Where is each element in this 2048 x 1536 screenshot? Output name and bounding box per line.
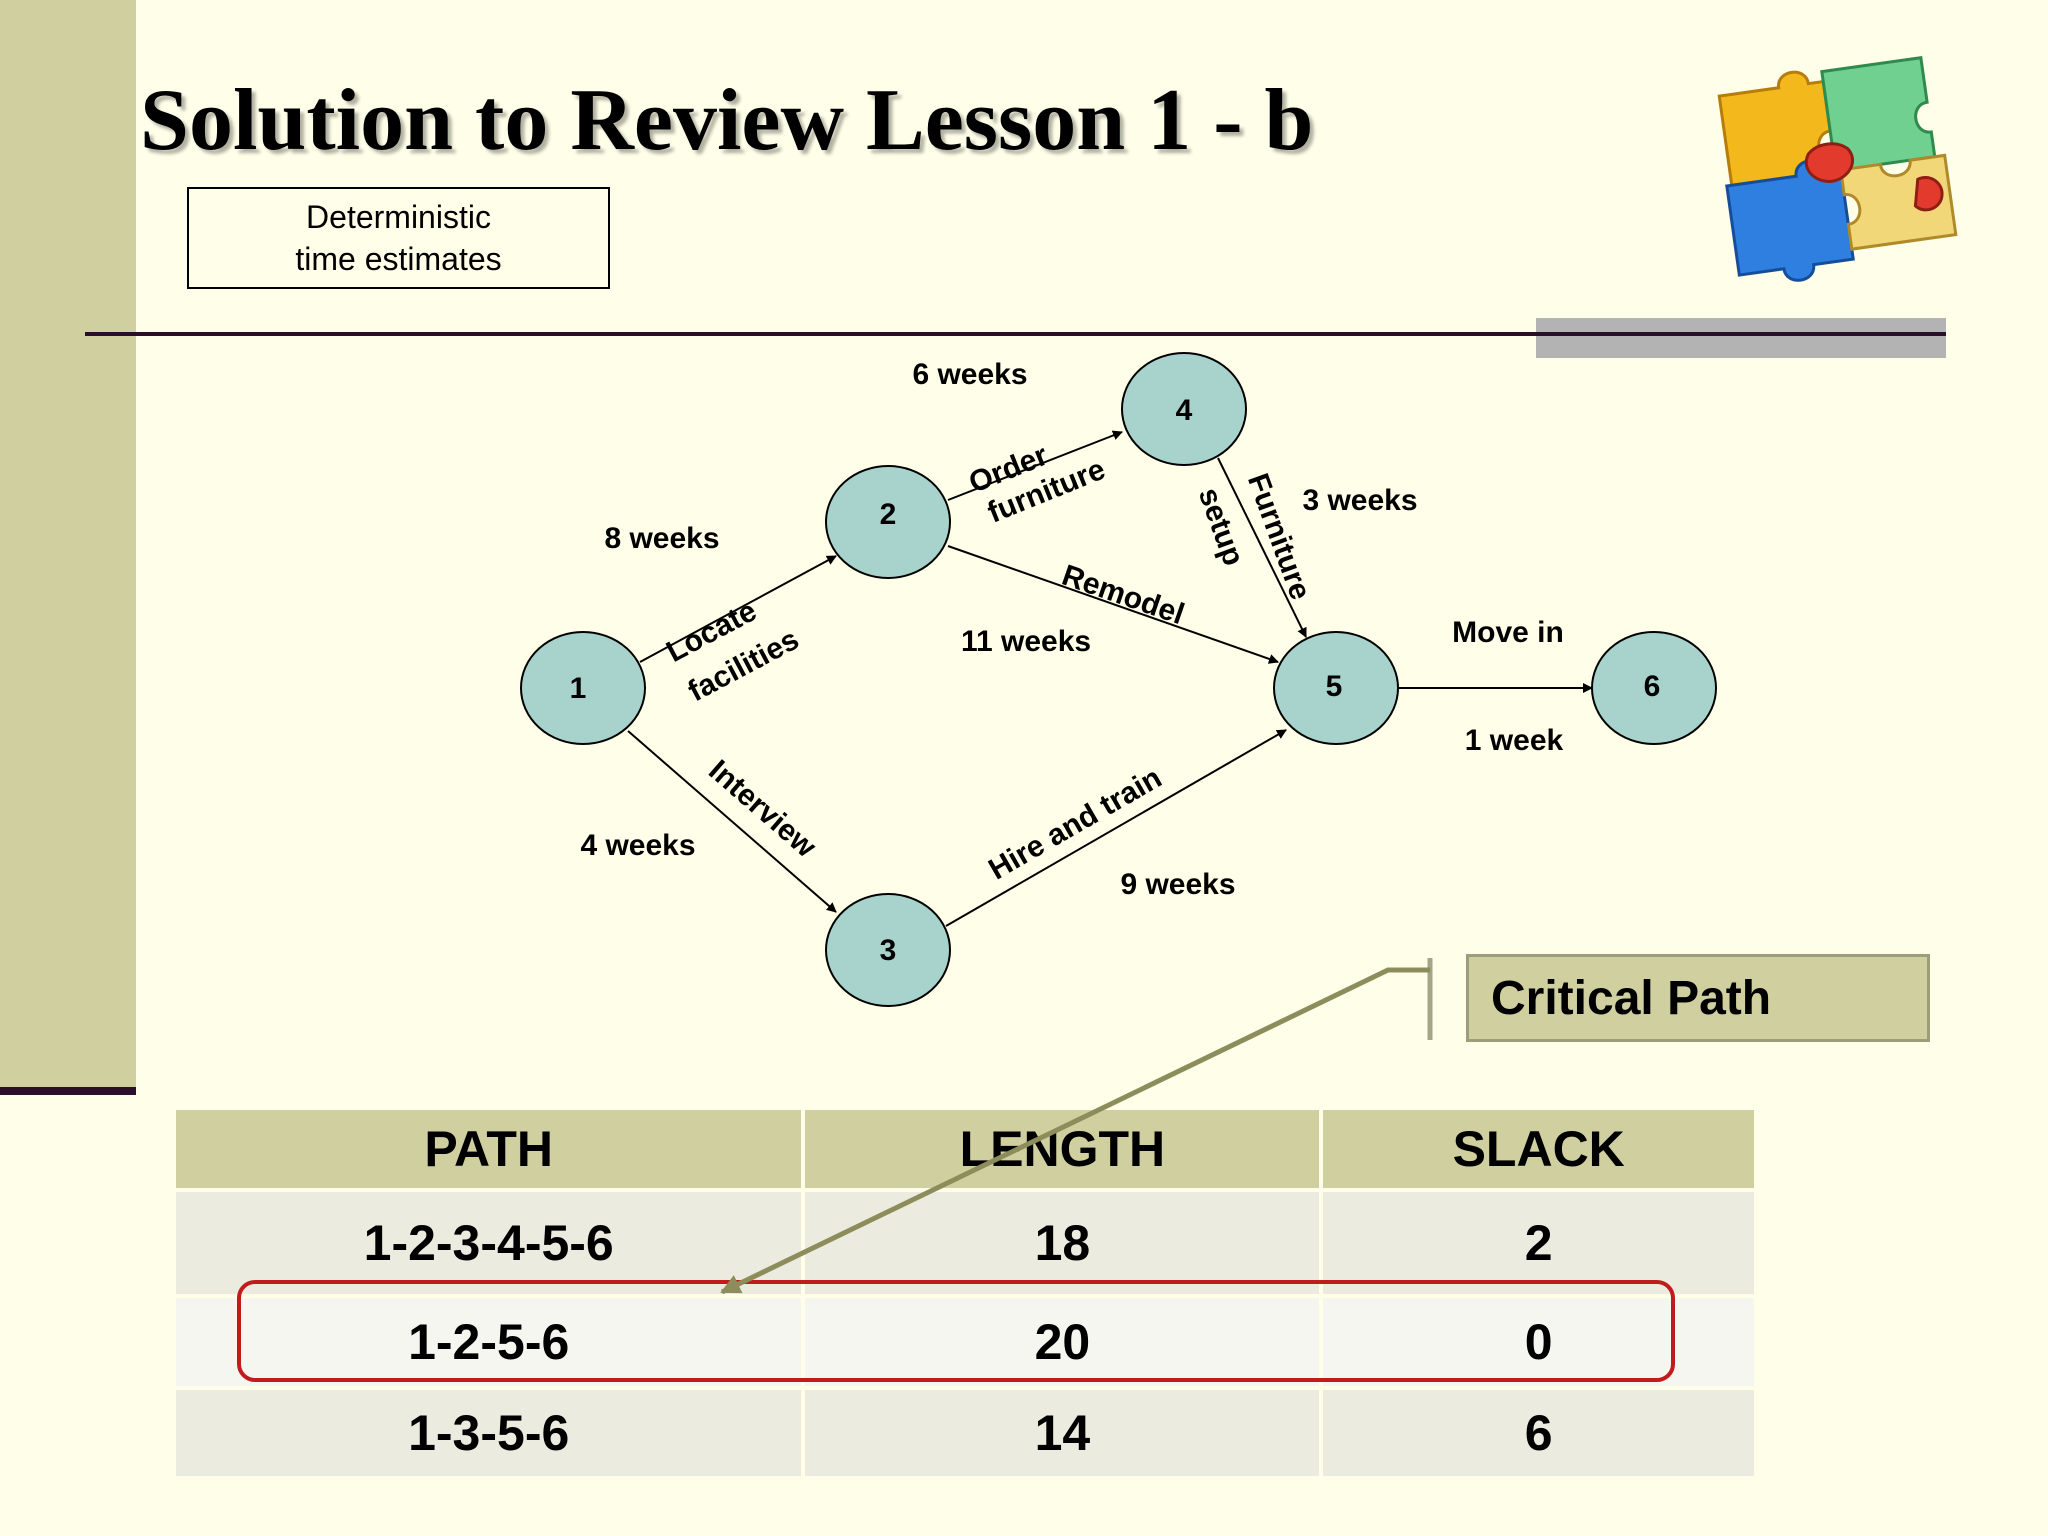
edge-4-5 — [1217, 457, 1307, 638]
critical-path-callout: Critical Path — [1466, 954, 1930, 1042]
side-band-foot — [0, 1087, 136, 1095]
edge-5-6-duration: 1 week — [1465, 724, 1564, 757]
slide-title: Solution to Review Lesson 1 - b — [140, 72, 1314, 169]
puzzle-icon — [1717, 56, 1958, 282]
edge-3-5-duration: 9 weeks — [1120, 868, 1235, 901]
table-row: 1-2-3-4-5-6 18 2 — [176, 1188, 1754, 1294]
cell-path: 1-2-3-4-5-6 — [176, 1188, 802, 1294]
subtitle-line-1: Deterministic — [306, 199, 491, 235]
title-rule — [85, 332, 1946, 336]
edge-2-5-activity-line-1: Remodel — [1058, 559, 1189, 631]
node-1-label: 1 — [570, 672, 587, 705]
node-4-label: 4 — [1176, 394, 1193, 427]
cell-path: 1-2-5-6 — [176, 1294, 802, 1386]
table-row-critical: 1-2-5-6 20 0 — [176, 1294, 1754, 1386]
cell-slack: 0 — [1323, 1294, 1754, 1386]
edge-2-4-duration: 6 weeks — [912, 358, 1027, 391]
edge-3-5 — [945, 729, 1287, 927]
edge-1-3-duration: 4 weeks — [580, 829, 695, 862]
node-6: 6 — [1591, 631, 1717, 745]
node-2-label: 2 — [880, 498, 897, 531]
edge-5-6-activity-line-1: Move in — [1452, 616, 1564, 649]
node-6-label: 6 — [1644, 670, 1661, 703]
node-2: 2 — [825, 465, 951, 579]
edge-1-3 — [627, 730, 837, 913]
cell-length: 20 — [805, 1294, 1320, 1386]
edge-4-5-activity-line-2: setup — [1192, 484, 1250, 570]
header-slack: SLACK — [1323, 1110, 1754, 1188]
node-4: 4 — [1121, 352, 1247, 466]
node-1: 1 — [520, 631, 646, 745]
edge-4-5-duration: 3 weeks — [1302, 484, 1417, 517]
table-row: 1-3-5-6 14 6 — [176, 1386, 1754, 1476]
node-5: 5 — [1273, 631, 1399, 745]
critical-row-highlight — [237, 1280, 1675, 1382]
edge-2-5 — [947, 545, 1279, 664]
header-length: LENGTH — [805, 1110, 1320, 1188]
cell-length: 14 — [805, 1386, 1320, 1476]
cell-slack: 2 — [1323, 1188, 1754, 1294]
edge-1-2-duration: 8 weeks — [604, 522, 719, 555]
subtitle-box: Deterministic time estimates — [187, 187, 610, 289]
node-5-label: 5 — [1326, 670, 1343, 703]
cell-slack: 6 — [1323, 1386, 1754, 1476]
table-header-row: PATH LENGTH SLACK — [176, 1110, 1754, 1188]
subtitle-line-2: time estimates — [295, 241, 502, 277]
node-3-label: 3 — [880, 934, 897, 967]
edge-2-5-duration: 11 weeks — [961, 625, 1091, 658]
node-3: 3 — [825, 893, 951, 1007]
rule-gray-accent — [1536, 318, 1946, 358]
edge-1-2 — [639, 555, 837, 663]
header-path: PATH — [176, 1110, 802, 1188]
cell-length: 18 — [805, 1188, 1320, 1294]
edge-2-4 — [947, 430, 1123, 501]
side-band — [0, 0, 136, 1087]
cell-path: 1-3-5-6 — [176, 1386, 802, 1476]
